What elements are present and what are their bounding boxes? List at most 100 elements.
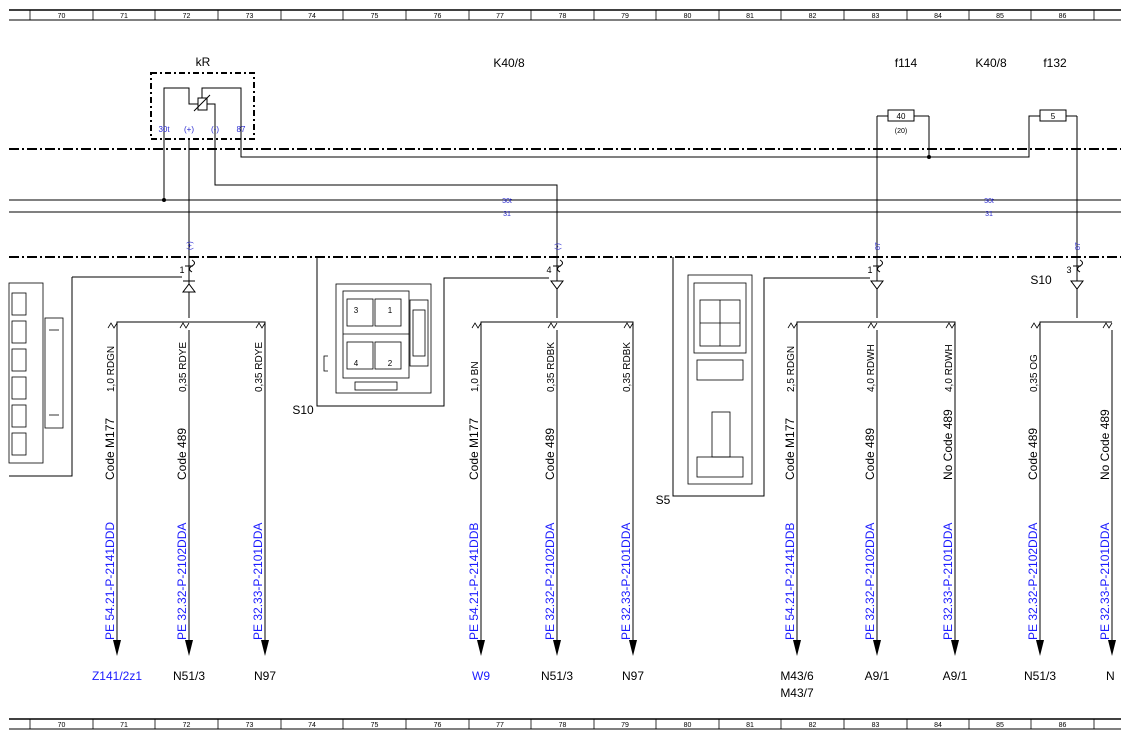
wire-destination: N51/3 [541, 669, 573, 683]
wire-arrowhead [185, 640, 193, 656]
wire-code-label: Code M177 [103, 418, 117, 480]
wire-arrowhead [1036, 640, 1044, 656]
relay-pin-30t: 30t [158, 125, 170, 134]
wire-drop: 2,5 RDGN Code M177 PE 54.21-P-2141DDB M43/6… [780, 322, 814, 700]
wire-arrowhead [113, 640, 121, 656]
ruler-number: 71 [120, 13, 128, 20]
distribution-bar [116, 321, 266, 330]
ruler-number: 77 [496, 13, 504, 20]
wire-destination: N97 [622, 669, 644, 683]
wire-tick [179, 322, 190, 329]
wire-tick [1102, 322, 1113, 329]
distribution-bar [796, 321, 956, 330]
wire-spec-label: 0,35 OG [1029, 354, 1040, 392]
wire-tick [547, 322, 558, 329]
wire-code-label: No Code 489 [941, 409, 955, 480]
f114-label: f114 [895, 56, 918, 70]
wire-destination: N [1106, 669, 1115, 683]
wire-arrowhead [951, 640, 959, 656]
distribution-bar [480, 321, 634, 330]
ruler-number: 80 [684, 722, 692, 729]
wire-destination: M43/6 [780, 669, 814, 683]
ruler-number: 78 [559, 13, 567, 20]
ruler-number: 84 [934, 13, 942, 20]
ruler-number: 83 [872, 722, 880, 729]
ruler-number: 86 [1059, 722, 1067, 729]
ruler-number: 76 [434, 722, 442, 729]
wire-reference-link: PE 54.21-P-2141DDB [783, 523, 797, 640]
wire-spec-label: 1,0 BN [470, 361, 481, 392]
splice-arrow-down [550, 280, 564, 290]
ruler-number: 82 [809, 722, 817, 729]
wire-code-label: Code 489 [863, 428, 877, 480]
wire-tick [787, 322, 798, 329]
fuse-f114-sub: (20) [895, 128, 907, 135]
ruler-number: 70 [58, 722, 66, 729]
wire-spec-label: 0,35 RDBK [622, 342, 633, 392]
tap-label-87-a: 87 [875, 242, 882, 250]
wire-spec-label: 0,35 RDYE [178, 342, 189, 392]
fuse-f132-value: 5 [1051, 112, 1056, 121]
ruler-number: 75 [371, 722, 379, 729]
wire-spec-label: 4,0 RDWH [944, 344, 955, 392]
wire-arrowhead [1108, 640, 1116, 656]
ruler-number: 81 [746, 13, 754, 20]
ruler-number: 82 [809, 13, 817, 20]
k40-8-label-right: K40/8 [975, 56, 1007, 70]
ruler-number: 74 [308, 13, 316, 20]
wire-code-label: Code M177 [783, 418, 797, 480]
bus-30t-label-b: 30t [984, 198, 994, 205]
distribution-bar [1039, 321, 1112, 330]
wire-destination: N51/3 [1024, 669, 1056, 683]
splice-group [480, 257, 634, 330]
wire-destination: W9 [472, 669, 490, 683]
wire-spec-label: 2,5 RDGN [786, 346, 797, 392]
ruler-number: 72 [183, 13, 191, 20]
wire-tick [255, 322, 266, 329]
wire-tick [945, 322, 956, 329]
wire-spec-label: 0,35 RDBK [546, 342, 557, 392]
ruler-number: 75 [371, 13, 379, 20]
relay-pin-plus: (+) [184, 125, 194, 134]
wire-reference-link: PE 32.33-P-2101DDA [619, 523, 633, 640]
relay-symbol [163, 87, 242, 140]
wire-reference-link: PE 54.21-P-2141DDB [467, 523, 481, 640]
ruler-number: 70 [58, 13, 66, 20]
splice-group [1039, 257, 1112, 330]
splice-arrow-down [1070, 280, 1084, 290]
wire-spec-label: 1,0 RDGN [106, 346, 117, 392]
ruler-number: 71 [120, 722, 128, 729]
wire-code-label: Code 489 [175, 428, 189, 480]
s5-connector-drawing [687, 274, 753, 485]
pin-number-far-right: 3 [1066, 265, 1071, 275]
wire-arrowhead [873, 640, 881, 656]
tap-label-87-b: 87 [1075, 242, 1082, 250]
relay-kr-label: kR [196, 55, 211, 69]
wire-tick [1030, 322, 1041, 329]
tap-label-plus: (+) [187, 241, 194, 250]
wire-destination: A9/1 [943, 669, 968, 683]
wire-reference-link: PE 32.32-P-2102DDA [863, 523, 877, 640]
s10-connector-drawing [323, 283, 432, 394]
wire-tick [107, 322, 118, 329]
ruler-number: 81 [746, 722, 754, 729]
wire-spec-label: 0,35 RDYE [254, 342, 265, 392]
wire-destination: N51/3 [173, 669, 205, 683]
s10-pin-1: 1 [388, 306, 393, 315]
wire-drop: 0,35 RDBK PE 32.33-P-2101DDA N97 [619, 322, 644, 683]
ruler-number: 86 [1059, 13, 1067, 20]
splice-arrow-down [870, 280, 884, 290]
wire-arrowhead [477, 640, 485, 656]
relay-pin-minus: (-) [211, 125, 219, 134]
